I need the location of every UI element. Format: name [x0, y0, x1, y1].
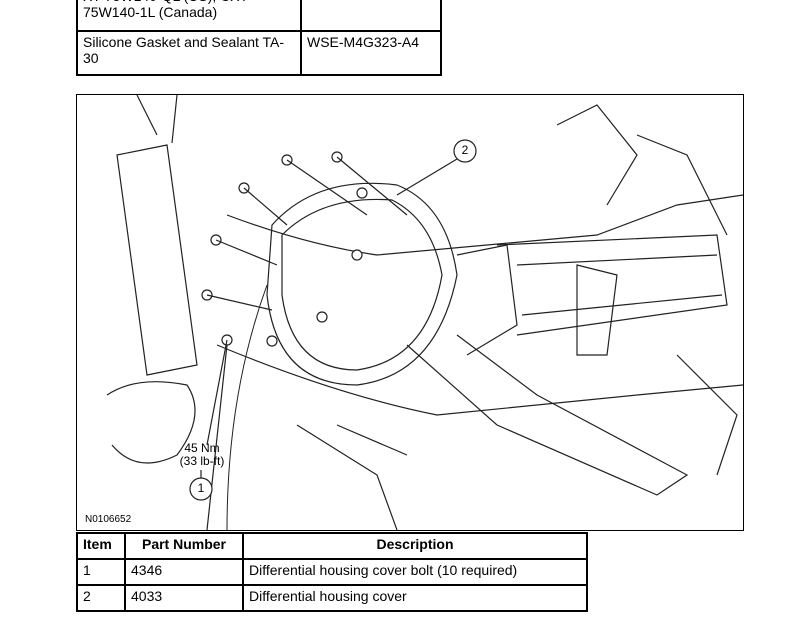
header-item: Item: [76, 532, 126, 560]
torque-lbft: (33 lb-ft): [179, 454, 225, 468]
torque-nm: 45 Nm: [184, 441, 220, 455]
item-cell: 2: [76, 584, 126, 612]
parts-table: Item Part Number Description 1 4346 Diff…: [76, 532, 588, 612]
item-cell: 1: [76, 558, 126, 586]
table-header-row: Item Part Number Description: [76, 532, 588, 560]
table-row: 1 4346 Differential housing cover bolt (…: [76, 558, 588, 586]
material-spec: WSE-M4G323-A4: [300, 30, 442, 76]
axle-line-drawing: [106, 95, 743, 530]
callout-2: 2: [461, 143, 469, 157]
table-row: XT-75W140-QL (US), CXT-75W140-1L (Canada…: [76, 0, 442, 32]
differential-cover-illustration: 2 1 45 Nm (33 lb-ft) N0106652: [76, 94, 744, 531]
header-description: Description: [242, 532, 588, 560]
material-name: Silicone Gasket and Sealant TA-30: [76, 30, 302, 76]
part-number-cell: 4346: [124, 558, 244, 586]
description-cell: Differential housing cover: [242, 584, 588, 612]
table-row: 2 4033 Differential housing cover: [76, 584, 588, 612]
figure-id: N0106652: [85, 514, 132, 525]
part-number-cell: 4033: [124, 584, 244, 612]
header-part-number: Part Number: [124, 532, 244, 560]
material-name: XT-75W140-QL (US), CXT-75W140-1L (Canada…: [76, 0, 302, 32]
materials-table: XT-75W140-QL (US), CXT-75W140-1L (Canada…: [76, 0, 442, 76]
callout-1: 1: [197, 481, 205, 495]
material-spec: [300, 0, 442, 32]
description-cell: Differential housing cover bolt (10 requ…: [242, 558, 588, 586]
